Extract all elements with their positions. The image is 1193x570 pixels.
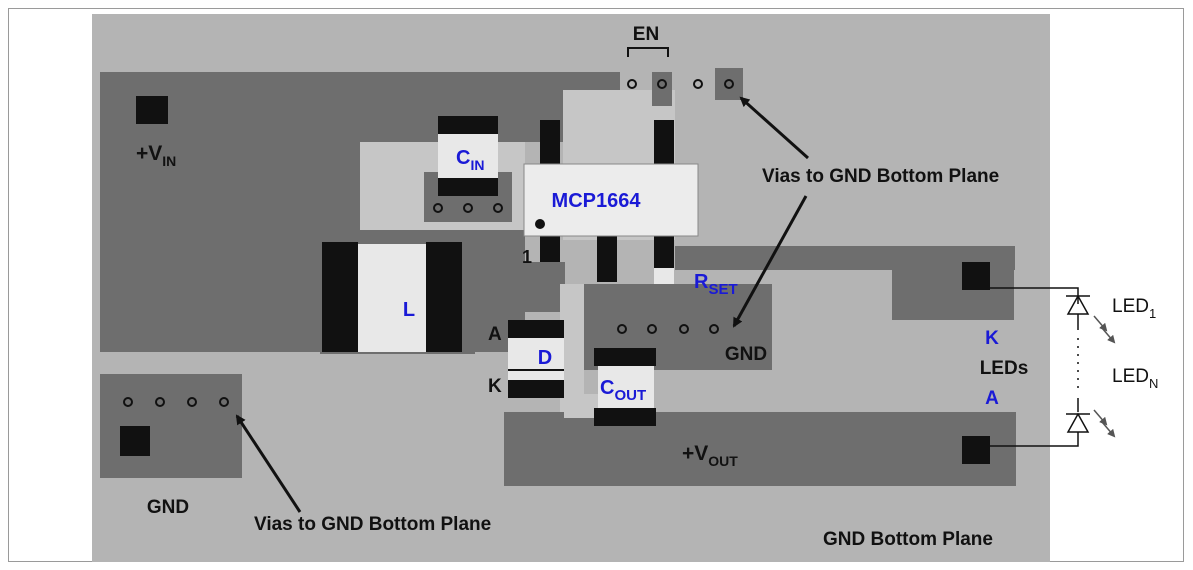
vin-pad xyxy=(136,96,168,124)
rset-label: RSET xyxy=(694,271,738,298)
cathode-label: K xyxy=(488,376,502,397)
led1-emission xyxy=(1093,315,1108,332)
led-wire-bottom xyxy=(990,432,1079,447)
via xyxy=(463,203,473,213)
cout-pad-bottom xyxy=(594,408,656,426)
cin-pad-bottom xyxy=(438,178,498,196)
via xyxy=(433,203,443,213)
leds-a-label: A xyxy=(985,388,999,409)
pin1-dot xyxy=(535,219,545,229)
led1-emission xyxy=(1101,327,1116,344)
gnd-left-pad xyxy=(120,426,150,456)
led-wire-top xyxy=(990,287,1079,304)
diode-pad-k xyxy=(508,380,564,398)
sw-trace xyxy=(475,262,565,312)
via xyxy=(627,79,637,89)
inductor-body xyxy=(356,244,432,352)
via xyxy=(647,324,657,334)
led-a-pad xyxy=(962,436,990,464)
diode-pad-a xyxy=(508,320,564,338)
anode-label: A xyxy=(488,324,502,345)
via xyxy=(155,397,165,407)
vout-copper xyxy=(504,412,1016,486)
leds-label: LEDs xyxy=(980,358,1029,379)
cout-label: COUT xyxy=(600,377,646,404)
gnd-via-pad-top xyxy=(715,68,743,100)
ic-body xyxy=(523,163,699,237)
ledn-emission xyxy=(1101,421,1116,438)
vias-top-label: Vias to GND Bottom Plane xyxy=(762,166,999,187)
cin-pad-top xyxy=(438,116,498,134)
gnd-plane-label: GND Bottom Plane xyxy=(823,529,993,550)
arrow-vias-mid xyxy=(732,195,808,328)
via xyxy=(657,79,667,89)
en-bracket xyxy=(627,47,669,57)
via xyxy=(617,324,627,334)
gnd-mid-label: GND xyxy=(725,344,767,365)
ic-pin xyxy=(597,230,617,282)
led-k-pad xyxy=(962,262,990,290)
via xyxy=(187,397,197,407)
via xyxy=(693,79,703,89)
pin1-label: 1 xyxy=(522,247,532,267)
inductor-pad-left xyxy=(322,242,358,352)
arrow-vias-top xyxy=(739,96,810,160)
cin-label: CIN xyxy=(456,147,484,173)
gnd-copper-mid-notch xyxy=(584,284,632,304)
ic-pin xyxy=(540,120,560,172)
leds-k-label: K xyxy=(985,328,999,349)
arrow-vias-bottom xyxy=(235,414,302,513)
via xyxy=(724,79,734,89)
led-k-pad-area xyxy=(892,246,1014,320)
vin-label: +VIN xyxy=(136,142,176,169)
gnd-left-label: GND xyxy=(147,497,189,518)
via xyxy=(709,324,719,334)
via xyxy=(219,397,229,407)
ic-pin xyxy=(654,120,674,172)
inductor-pad-right xyxy=(426,242,462,352)
diode-label: D xyxy=(538,347,552,369)
ledn-emission xyxy=(1093,409,1108,426)
via xyxy=(679,324,689,334)
inductor-label: L xyxy=(403,299,415,321)
vias-bottom-label: Vias to GND Bottom Plane xyxy=(254,514,491,535)
via xyxy=(123,397,133,407)
cout-body xyxy=(598,358,654,414)
en-label: EN xyxy=(633,24,659,45)
ledn-label: LEDN xyxy=(1112,366,1158,391)
cout-pad-top xyxy=(594,348,656,366)
ic-label: MCP1664 xyxy=(552,190,642,212)
ledn-symbol xyxy=(1066,412,1090,433)
led1-label: LED1 xyxy=(1112,296,1156,321)
vout-label: +VOUT xyxy=(682,442,738,469)
via xyxy=(493,203,503,213)
